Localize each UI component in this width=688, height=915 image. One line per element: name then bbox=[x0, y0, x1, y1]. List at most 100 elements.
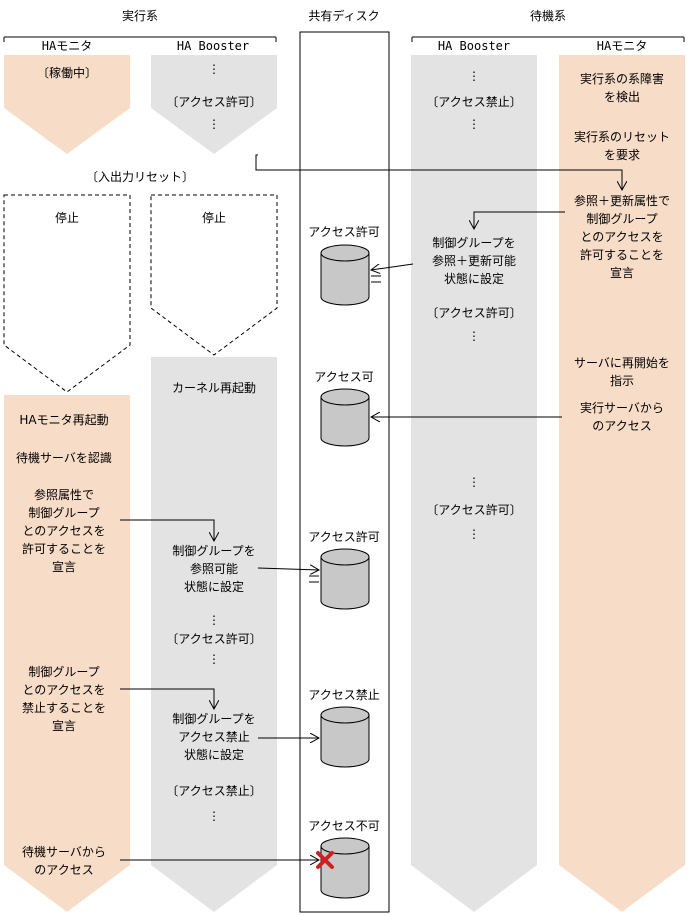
text-line: 参照属性で bbox=[34, 487, 94, 502]
group-active-label: 実行系 bbox=[122, 8, 158, 23]
text-line: 参照＋更新可能 bbox=[432, 253, 516, 268]
active-booster-access-allowed: 〔アクセス許可〕 bbox=[166, 95, 261, 109]
text-line: とのアクセスを bbox=[22, 524, 105, 538]
text-line: サーバに再開始を bbox=[574, 356, 670, 370]
standby-monitor-detect: 実行系の系障害を検出 bbox=[580, 71, 664, 104]
text-line: 状態に設定 bbox=[184, 747, 244, 762]
active-booster-set-deny: 制御グループをアクセス禁止状態に設定 bbox=[172, 711, 255, 762]
active-booster-kernel-restart: カーネル再起動 bbox=[172, 381, 256, 395]
active-booster-dots-3: ⋮ bbox=[208, 613, 220, 627]
standby-booster-access-denied: 〔アクセス禁止〕 bbox=[426, 95, 521, 109]
arrow-active-declare-ref bbox=[120, 519, 214, 541]
disk-body bbox=[320, 556, 370, 610]
disk-top bbox=[320, 706, 370, 724]
active-monitor-lane-running bbox=[4, 55, 130, 154]
text-line: 待機サーバから bbox=[22, 844, 106, 859]
blocked-cross-icon bbox=[316, 851, 334, 869]
text-line: 制御グループを bbox=[432, 235, 515, 250]
standby-monitor-restart-server: サーバに再開始を指示 bbox=[574, 356, 670, 388]
standby-booster-dots-3: ⋮ bbox=[468, 329, 480, 343]
standby-booster-lane bbox=[411, 55, 537, 912]
standby-booster-dots-4: ⋮ bbox=[468, 475, 480, 489]
disk-label-impossible: アクセス不可 bbox=[308, 819, 379, 833]
text-line: 指示 bbox=[610, 373, 634, 388]
active-booster-dots-2: ⋮ bbox=[208, 117, 220, 131]
text-line: 制御グループを bbox=[172, 711, 255, 726]
active-booster-dots-4: ⋮ bbox=[208, 652, 220, 666]
disk-body bbox=[320, 845, 370, 899]
text-line: 制御グループ bbox=[28, 505, 99, 520]
text-line: アクセス禁止 bbox=[178, 730, 249, 744]
text-line: のアクセス bbox=[592, 419, 651, 433]
group-standby-label: 待機系 bbox=[530, 8, 566, 23]
disk-2 bbox=[320, 388, 370, 447]
col-active-ha-booster: HA Booster bbox=[177, 39, 249, 53]
standby-booster-set-ref-update: 制御グループを参照＋更新可能状態に設定 bbox=[432, 235, 516, 286]
text-line: 制御グループ bbox=[28, 664, 99, 679]
active-monitor-lane-stopped bbox=[3, 194, 131, 393]
text-line: 実行系の系障害 bbox=[580, 71, 664, 86]
active-monitor-stop: 停止 bbox=[55, 210, 79, 225]
disk-body bbox=[320, 396, 370, 447]
standby-booster-dots-2: ⋮ bbox=[468, 117, 480, 131]
text-line: 制御グループ bbox=[586, 211, 657, 226]
disk-5 bbox=[320, 837, 370, 899]
text-line: を要求 bbox=[604, 148, 640, 162]
disk-label-allowed-2: アクセス許可 bbox=[308, 530, 379, 544]
standby-monitor-lane bbox=[559, 55, 685, 912]
text-line: 許可することを bbox=[22, 542, 106, 556]
standby-booster-access-allowed-2: 〔アクセス許可〕 bbox=[426, 503, 521, 517]
disk-1 bbox=[320, 244, 370, 306]
standby-monitor-access-from-active: 実行サーバからのアクセス bbox=[580, 400, 664, 433]
active-booster-stop: 停止 bbox=[202, 210, 226, 225]
group-shared-label: 共有ディスク bbox=[308, 8, 379, 23]
disk-top bbox=[320, 837, 370, 855]
disk-label-denied: アクセス禁止 bbox=[308, 688, 379, 702]
disk-body bbox=[320, 714, 370, 768]
standby-booster-dots-1: ⋮ bbox=[468, 69, 480, 83]
active-booster-lane-restart bbox=[151, 357, 277, 912]
active-monitor-lane-restart bbox=[4, 395, 130, 912]
active-booster-lane-stopped bbox=[150, 194, 278, 356]
active-booster-set-ref: 制御グループを参照可能状態に設定 bbox=[172, 543, 255, 594]
text-line: 宣言 bbox=[610, 265, 634, 280]
standby-monitor-declare: 参照＋更新属性で制御グループとのアクセスを許可することを宣言 bbox=[574, 193, 670, 280]
text-line: 宣言 bbox=[52, 718, 76, 733]
col-standby-ha-monitor: HAモニタ bbox=[597, 39, 647, 53]
text-line: とのアクセスを bbox=[22, 683, 105, 697]
text-line: とのアクセスを bbox=[580, 230, 663, 244]
disk-3 bbox=[320, 548, 370, 610]
active-monitor-declare-ref: 参照属性で制御グループとのアクセスを許可することを宣言 bbox=[22, 487, 106, 574]
active-monitor-restart: HAモニタ再起動 bbox=[19, 413, 108, 427]
arrow-standby-set-disk1 bbox=[371, 263, 414, 270]
text-line: 実行サーバから bbox=[580, 400, 664, 415]
active-booster-access-denied: 〔アクセス禁止〕 bbox=[166, 784, 261, 798]
shared-disk-column bbox=[299, 31, 390, 913]
text-line: を検出 bbox=[604, 90, 640, 104]
active-booster-lane-running bbox=[151, 55, 277, 154]
active-io-reset: 〔入出力リセット〕 bbox=[86, 170, 194, 184]
active-booster-dots-1: ⋮ bbox=[208, 62, 220, 76]
text-line: 実行系のリセット bbox=[574, 129, 670, 144]
col-standby-ha-booster: HA Booster bbox=[438, 39, 510, 53]
active-booster-dots-5: ⋮ bbox=[208, 809, 220, 823]
text-line: 許可することを bbox=[580, 248, 664, 262]
active-monitor-standby-access: 待機サーバからのアクセス bbox=[22, 844, 106, 877]
standby-booster-dots-5: ⋮ bbox=[468, 527, 480, 541]
disk-body bbox=[320, 252, 370, 306]
active-monitor-recognize: 待機サーバを認識 bbox=[16, 450, 112, 465]
cross-stroke bbox=[316, 851, 334, 869]
disk-4 bbox=[320, 706, 370, 768]
arrow-active-set-ref-disk3 bbox=[257, 568, 319, 570]
disk-top bbox=[320, 388, 370, 406]
text-line: 状態に設定 bbox=[444, 271, 504, 286]
disk-label-allowed-1: アクセス許可 bbox=[308, 225, 379, 239]
arrow-reset-request bbox=[255, 154, 622, 190]
text-line: 禁止することを bbox=[22, 701, 106, 715]
col-active-ha-monitor: HAモニタ bbox=[42, 39, 92, 53]
text-line: 参照＋更新属性で bbox=[574, 193, 670, 208]
standby-monitor-request-reset: 実行系のリセットを要求 bbox=[574, 129, 670, 162]
text-line: のアクセス bbox=[34, 863, 93, 877]
disk-top bbox=[320, 548, 370, 566]
